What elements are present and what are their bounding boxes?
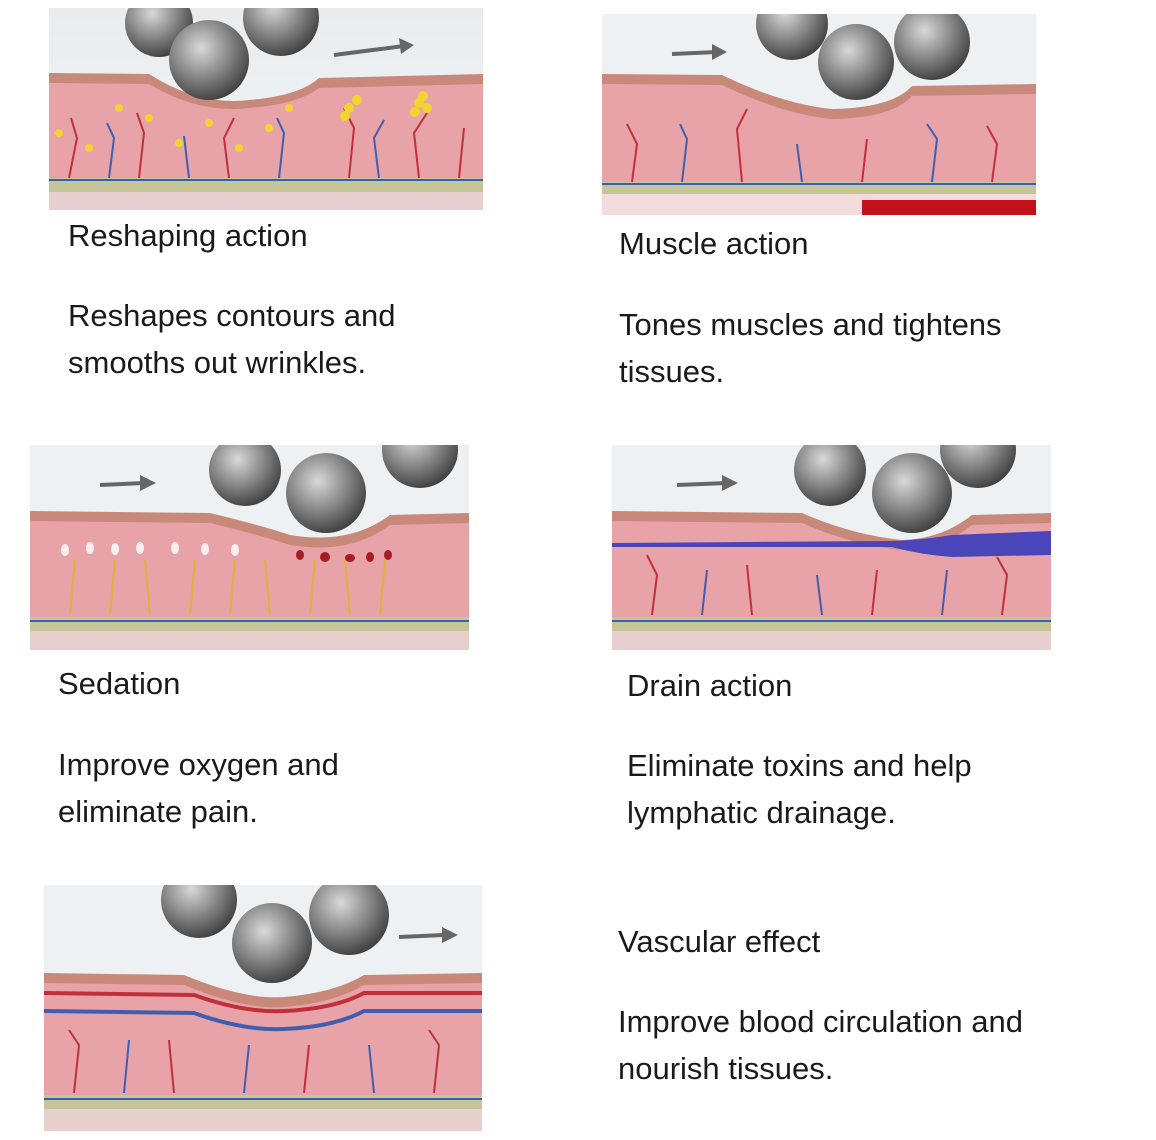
muscle-description: Tones muscles and tightens tissues. (619, 307, 1002, 389)
muscle-illustration (602, 14, 1036, 215)
vascular-illustration (44, 885, 482, 1131)
sedation-title: Sedation (58, 666, 181, 701)
reshaping-description: Reshapes contours and smooths out wrinkl… (68, 298, 396, 380)
drain-title: Drain action (627, 668, 793, 703)
muscle-title: Muscle action (619, 226, 809, 261)
sedation-illustration (30, 445, 469, 650)
reshaping-illustration (49, 8, 483, 210)
vascular-description: Improve blood circulation and nourish ti… (618, 1004, 1023, 1086)
vascular-title: Vascular effect (618, 924, 821, 959)
reshaping-title: Reshaping action (68, 218, 308, 253)
drain-description: Eliminate toxins and help lymphatic drai… (627, 748, 972, 830)
sedation-description: Improve oxygen and eliminate pain. (58, 747, 339, 829)
drain-illustration (612, 445, 1051, 650)
